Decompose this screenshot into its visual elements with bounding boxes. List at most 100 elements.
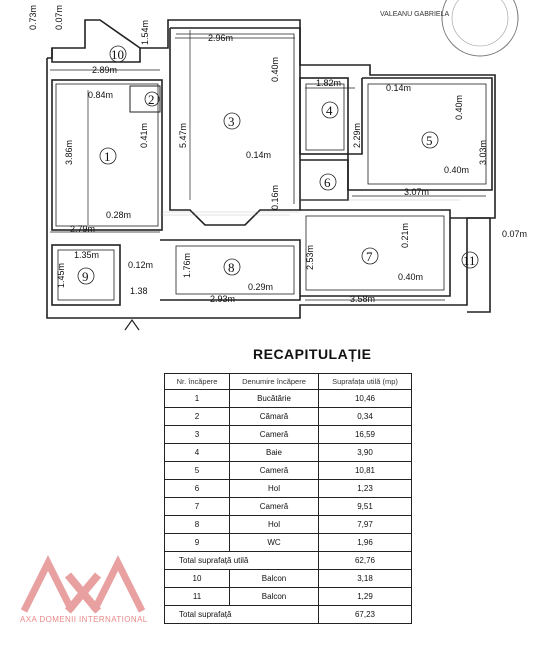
total-label: Total suprafață bbox=[164, 605, 319, 624]
table-cell: 2 bbox=[164, 407, 230, 426]
dim-label: 1.82m bbox=[316, 78, 341, 88]
dim-label: 1.35m bbox=[74, 250, 99, 260]
dim-label: 0.12m bbox=[128, 260, 153, 270]
room-number: 10 bbox=[111, 47, 124, 62]
table-cell: 1 bbox=[164, 389, 230, 408]
dim-label: 0.14m bbox=[386, 83, 411, 93]
dim-label: 0.28m bbox=[106, 210, 131, 220]
column-header: Suprafața utilă (mp) bbox=[318, 373, 412, 390]
dim-label: 3.03m bbox=[478, 140, 488, 165]
dim-label: 3.58m bbox=[350, 294, 375, 304]
room-number: 8 bbox=[228, 260, 235, 275]
floor-plan: VALEANU GABRIELA 0.73m 0.07m 1.54m 2.89m… bbox=[28, 0, 527, 331]
table-cell: Cameră bbox=[229, 425, 319, 444]
room-number: 2 bbox=[148, 92, 155, 107]
room-number: 7 bbox=[366, 249, 373, 264]
table-cell: 3 bbox=[164, 425, 230, 444]
table-cell: 10 bbox=[164, 569, 230, 588]
dim-label: 1.38 bbox=[130, 286, 148, 296]
dim-label: 2.79m bbox=[70, 224, 95, 234]
table-cell: Bucătărie bbox=[229, 389, 319, 408]
dim-label: 0.41m bbox=[139, 123, 149, 148]
dim-label: 2.53m bbox=[305, 245, 315, 270]
dim-label: 0.40m bbox=[270, 57, 280, 82]
room-number: 9 bbox=[82, 269, 89, 284]
total-util-value: 62,76 bbox=[318, 551, 412, 570]
total-value: 67,23 bbox=[318, 605, 412, 624]
total-util-row: Total suprafață utilă 62,76 bbox=[164, 551, 412, 570]
total-util-label: Total suprafață utilă bbox=[164, 551, 319, 570]
room-number: 6 bbox=[324, 175, 331, 190]
room-number: 3 bbox=[228, 114, 235, 129]
dim-label: 0.40m bbox=[444, 165, 469, 175]
dim-label: 1.76m bbox=[182, 253, 192, 278]
table-header-row: Nr. încăpere Denumire încăpere Suprafața… bbox=[164, 373, 412, 390]
table-cell: WC bbox=[229, 533, 319, 552]
dim-label: 0.07m bbox=[502, 229, 527, 239]
room-number: 1 bbox=[104, 149, 111, 164]
table-cell: 9,51 bbox=[318, 497, 412, 516]
dim-label: 0.40m bbox=[454, 95, 464, 120]
dim-label: 2.89m bbox=[92, 65, 117, 75]
table-cell: Balcon bbox=[229, 587, 319, 606]
table-cell: Cameră bbox=[229, 461, 319, 480]
dim-label: 0.40m bbox=[398, 272, 423, 282]
notary-stamp: VALEANU GABRIELA bbox=[380, 0, 519, 57]
table-cell: Hol bbox=[229, 479, 319, 498]
table-cell: 0,34 bbox=[318, 407, 412, 426]
recap-table: Nr. încăpere Denumire încăpere Suprafața… bbox=[164, 373, 412, 624]
table-cell: 1,29 bbox=[318, 587, 412, 606]
dim-label: 0.07m bbox=[54, 5, 64, 30]
room-number: 4 bbox=[326, 103, 333, 118]
dim-label: 0.14m bbox=[246, 150, 271, 160]
table-cell: Hol bbox=[229, 515, 319, 534]
table-cell: 10,46 bbox=[318, 389, 412, 408]
table-cell: 1,96 bbox=[318, 533, 412, 552]
dim-label: 2.29m bbox=[352, 123, 362, 148]
table-cell: 7 bbox=[164, 497, 230, 516]
total-row: Total suprafață 67,23 bbox=[164, 605, 412, 624]
dim-label: 0.21m bbox=[400, 223, 410, 248]
logo-text: AXA DOMENII INTERNATIONAL bbox=[20, 615, 148, 624]
table-cell: 10,81 bbox=[318, 461, 412, 480]
table-cell: 3,90 bbox=[318, 443, 412, 462]
recap-title: RECAPITULAȚIE bbox=[253, 346, 372, 362]
dim-label: 0.16m bbox=[270, 185, 280, 210]
table-cell: Cămară bbox=[229, 407, 319, 426]
table-cell: 8 bbox=[164, 515, 230, 534]
table-cell: 6 bbox=[164, 479, 230, 498]
table-cell: 9 bbox=[164, 533, 230, 552]
dim-label: 2.93m bbox=[210, 294, 235, 304]
column-header: Denumire încăpere bbox=[229, 373, 319, 390]
table-cell: Cameră bbox=[229, 497, 319, 516]
dim-label: 2.96m bbox=[208, 33, 233, 43]
dim-label: 5.47m bbox=[178, 123, 188, 148]
stamp-text: VALEANU GABRIELA bbox=[380, 11, 449, 18]
table-cell: 1,23 bbox=[318, 479, 412, 498]
dim-label: 1.45m bbox=[56, 263, 66, 288]
dim-label: 3.86m bbox=[64, 140, 74, 165]
room-number: 11 bbox=[463, 253, 476, 268]
table-cell: 7,97 bbox=[318, 515, 412, 534]
table-cell: Balcon bbox=[229, 569, 319, 588]
axa-logo bbox=[20, 555, 146, 614]
dim-label: 3.07m bbox=[404, 187, 429, 197]
column-header: Nr. încăpere bbox=[164, 373, 230, 390]
dim-label: 1.54m bbox=[140, 20, 150, 45]
table-cell: 16,59 bbox=[318, 425, 412, 444]
dim-label: 0.84m bbox=[88, 90, 113, 100]
room-number: 5 bbox=[426, 133, 433, 148]
table-cell: 4 bbox=[164, 443, 230, 462]
table-cell: 5 bbox=[164, 461, 230, 480]
dim-label: 0.29m bbox=[248, 282, 273, 292]
